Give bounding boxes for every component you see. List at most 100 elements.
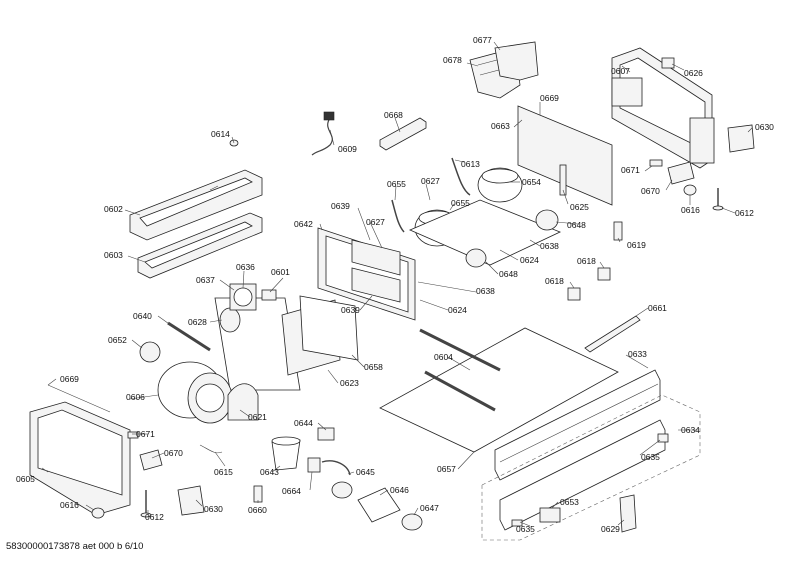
front-panel-lower [499,419,666,531]
label-0612-right: 0612 [735,208,754,218]
rail-0661 [584,315,641,353]
fan-0648 [465,209,559,268]
fan-housing-0606 [157,361,233,424]
housing-0607 [611,47,715,169]
label-0605: 0605 [16,474,35,484]
label-0612-left: 0612 [145,512,164,522]
label-0638-bottom: 0638 [476,286,495,296]
label-0670-right: 0670 [641,186,660,196]
screw-0612-left [140,490,152,518]
label-0653: 0653 [560,497,579,507]
label-0618-top: 0618 [577,256,596,266]
label-0654: 0654 [522,177,541,187]
label-0615: 0615 [214,467,233,477]
label-0670-left: 0670 [164,448,183,458]
label-0603: 0603 [104,250,123,260]
bracket-0670-right [667,161,695,185]
part-0664 [307,457,321,473]
label-0633: 0633 [628,349,647,359]
side-housing-0605 [29,384,131,516]
foot-0616-left [91,507,105,519]
label-0645: 0645 [356,467,375,477]
bracket-0653 [539,507,561,523]
clip-0618-a [597,267,611,281]
label-0648-top: 0648 [567,220,586,230]
pipe-0613 [451,157,471,196]
label-0642: 0642 [294,219,313,229]
label-0638-right: 0638 [540,241,559,251]
front-panel-0633 [494,369,661,481]
duct-0621 [227,383,259,421]
screw-0612-right [712,188,724,211]
label-0625: 0625 [570,202,589,212]
bracket-0630-left [177,485,205,516]
bottom-tray-0657 [379,327,619,453]
part-0644 [317,427,335,441]
label-0657: 0657 [437,464,456,474]
label-0639-top: 0639 [331,201,350,211]
label-0630-left: 0630 [204,504,223,514]
relay-0625 [559,164,567,196]
label-0607: 0607 [611,66,630,76]
power-cord-0609 [311,111,335,156]
label-0616-right: 0616 [681,205,700,215]
label-0601: 0601 [271,267,290,277]
label-0655-left: 0655 [387,179,406,189]
label-0664: 0664 [282,486,301,496]
part-0660 [253,485,263,503]
connector-0601 [261,289,277,301]
label-0668: 0668 [384,110,403,120]
end-cap-0647 [401,513,423,531]
label-0619: 0619 [627,240,646,250]
tube-0640 [167,321,211,352]
fan-plate-0628 [214,297,301,391]
label-0677: 0677 [473,35,492,45]
label-0629: 0629 [601,524,620,534]
foot-0616-right [683,184,697,196]
cup-0643 [271,436,301,471]
part-number-labels: 0614 0602 0603 0609 0668 0678 0677 0607 … [16,35,774,534]
bracket-0668 [379,117,427,151]
label-0643: 0643 [260,467,279,477]
label-0646: 0646 [390,485,409,495]
label-0623: 0623 [340,378,359,388]
label-0628: 0628 [188,317,207,327]
back-panel-0663 [517,105,613,206]
label-0658: 0658 [364,362,383,372]
label-0627-mid: 0627 [366,217,385,227]
cable-0645 [321,460,353,499]
label-0636: 0636 [236,262,255,272]
label-0602: 0602 [104,204,123,214]
label-0624-bottom: 0624 [448,305,467,315]
base-plate-0624 [408,199,562,266]
label-0640: 0640 [133,311,152,321]
label-0644: 0644 [294,418,313,428]
sensor-0619 [613,221,623,241]
label-0635-right: 0635 [641,452,660,462]
label-0606: 0606 [126,392,145,402]
heater-module-0639-a [351,239,401,276]
label-0661: 0661 [648,303,667,313]
label-0652: 0652 [108,335,127,345]
connector-0626 [661,57,675,69]
label-0616-left: 0616 [60,500,79,510]
label-0637: 0637 [196,275,215,285]
hinge-0629 [619,494,637,533]
label-0604: 0604 [434,352,453,362]
cover-0658 [299,295,359,361]
pipe-0655 [391,199,405,233]
bracket-0670-left [139,449,163,471]
side-panel-0603 [137,212,263,279]
bracket-0630-right [727,124,755,153]
compressor-0654 [477,167,523,203]
label-0669-left: 0669 [60,374,79,384]
label-0621: 0621 [248,412,267,422]
label-0609: 0609 [338,144,357,154]
label-0669-top: 0669 [540,93,559,103]
label-0671-left: 0671 [136,429,155,439]
label-0626: 0626 [684,68,703,78]
label-0639-bottom: 0639 [341,305,360,315]
label-0678: 0678 [443,55,462,65]
label-0634: 0634 [681,425,700,435]
